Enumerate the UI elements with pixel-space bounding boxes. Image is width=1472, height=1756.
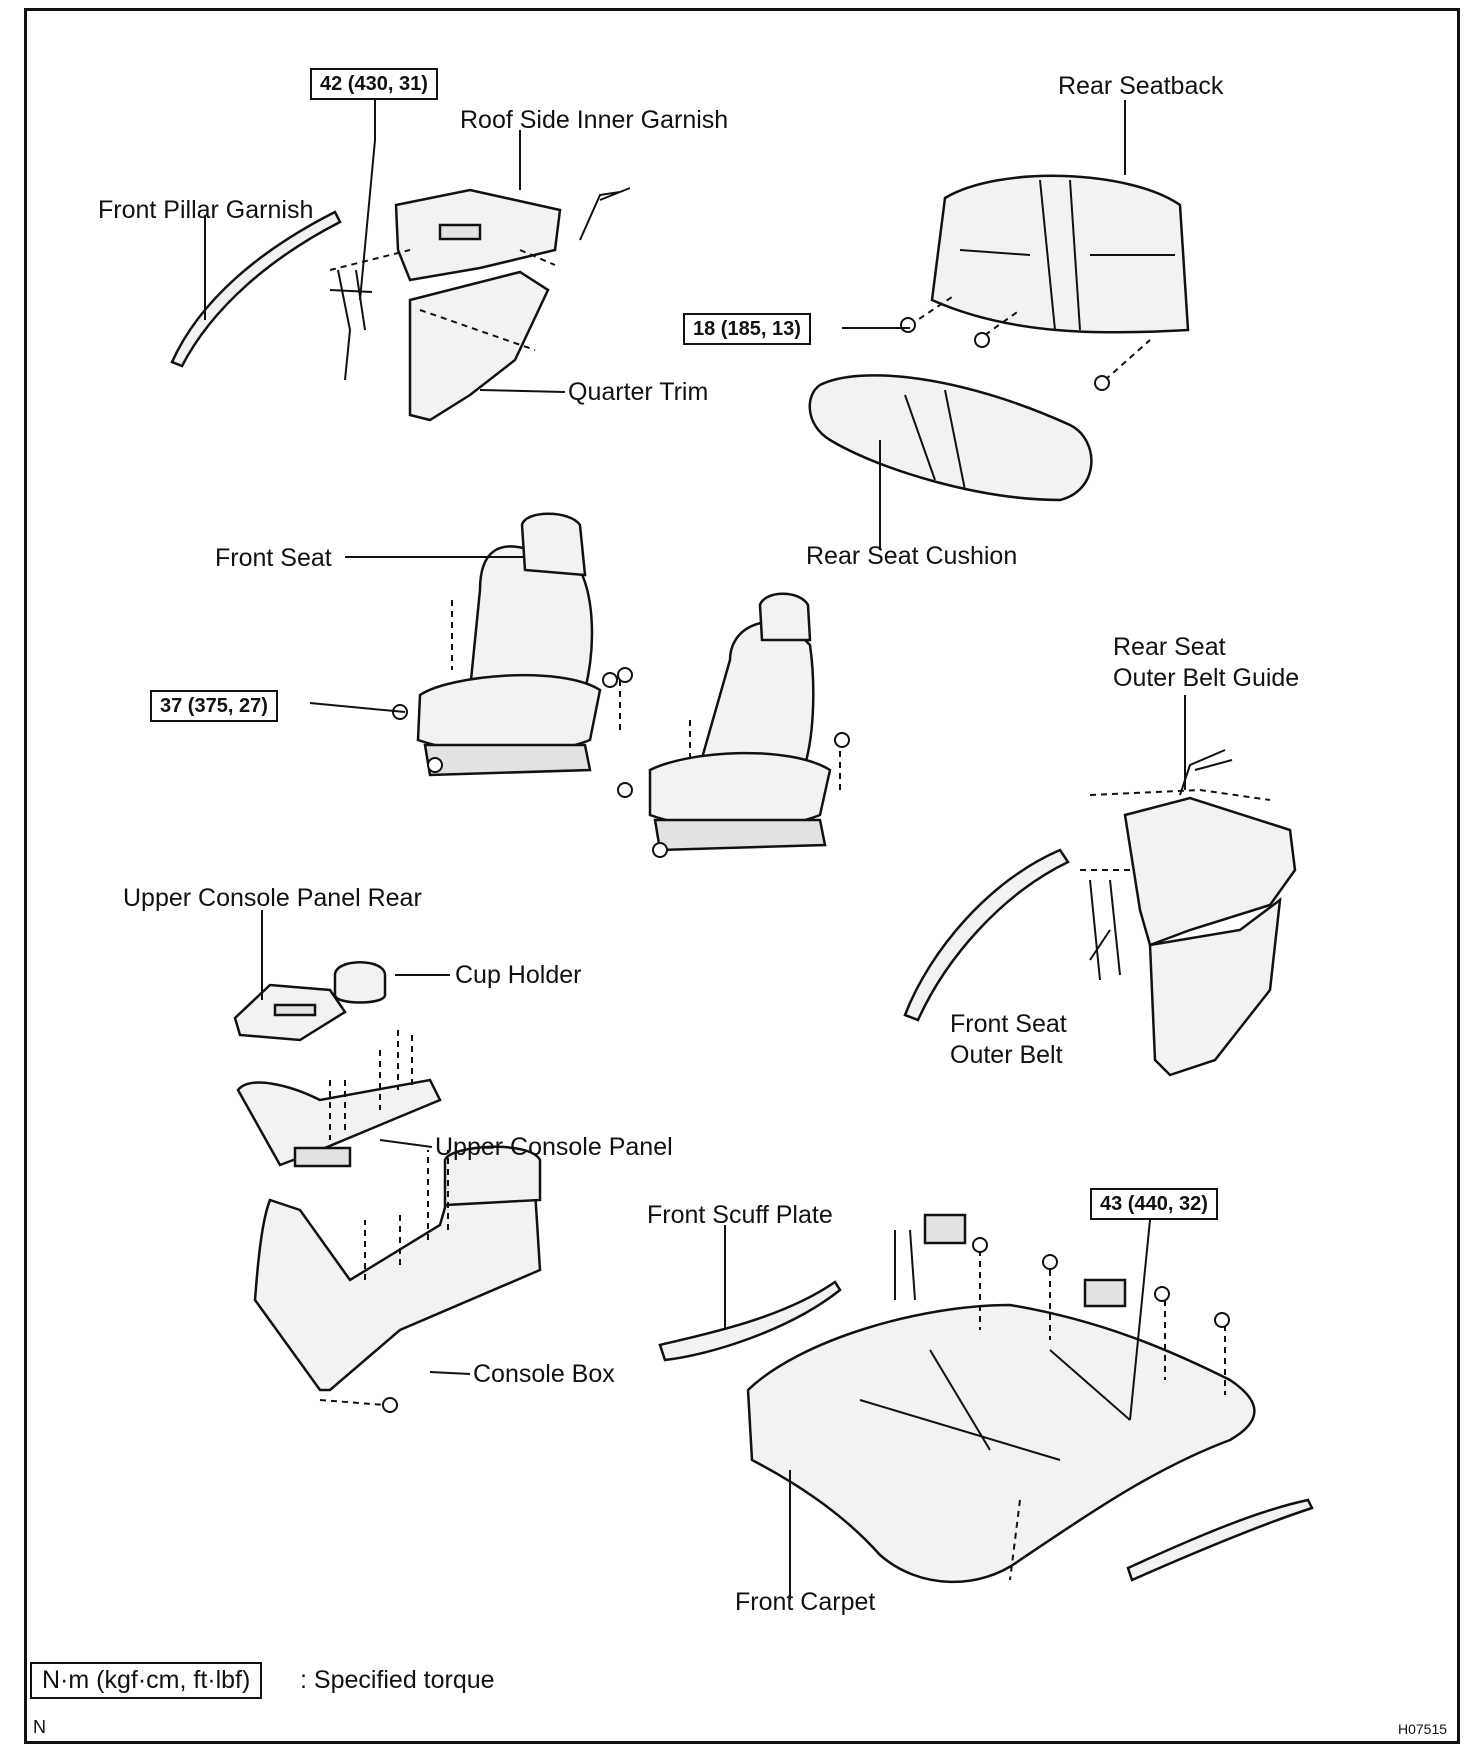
quarter-trim-dash	[329, 249, 556, 351]
label-console-box: Console Box	[473, 1360, 615, 1388]
cup-holder-part	[333, 961, 387, 1004]
front-seat-right-cushion	[648, 751, 832, 830]
front-seat-outer-belt-part	[1089, 879, 1121, 981]
front-scuff-plate-right	[1126, 1498, 1314, 1582]
leader-lines	[204, 98, 1186, 1600]
label-quarter-trim: Quarter Trim	[568, 378, 709, 406]
front-pillar-garnish-part	[170, 210, 342, 368]
front-seat-left-cushion	[416, 673, 602, 755]
quarter-trim-right-part	[1123, 796, 1297, 947]
front-seat-left-rails	[423, 743, 592, 777]
front-seat-right-back	[698, 620, 815, 767]
label-cup-holder: Cup Holder	[455, 961, 582, 989]
label-front-seat: Front Seat	[215, 544, 332, 572]
belt-guide-upper	[579, 187, 631, 241]
front-seat-right-rails	[653, 818, 827, 852]
label-rear-seat-outer-belt-guide-2: Outer Belt Guide	[1113, 664, 1300, 692]
label-front-pillar-garnish: Front Pillar Garnish	[98, 196, 314, 224]
front-scuff-plate-left	[658, 1280, 842, 1362]
quarter-belt-part	[329, 269, 373, 381]
label-front-scuff-plate: Front Scuff Plate	[647, 1201, 833, 1229]
figure-code: H07515	[1398, 1721, 1448, 1737]
quarter-trim-part	[408, 270, 550, 422]
console-box-lid	[443, 1145, 542, 1207]
label-rear-seatback: Rear Seatback	[1058, 72, 1224, 100]
label-rear-seat-cushion: Rear Seat Cushion	[806, 542, 1018, 570]
label-rear-seat-outer-belt-guide-1: Rear Seat	[1113, 633, 1226, 661]
legend-text: : Specified torque	[300, 1666, 495, 1694]
torque-quarter-belt: 42 (430, 31)	[310, 68, 438, 100]
front-pillar-right	[903, 848, 1070, 1022]
label-upper-console-panel-rear: Upper Console Panel Rear	[123, 884, 422, 912]
rear-seatback-seam	[959, 179, 1175, 331]
front-carpet-part	[746, 1303, 1256, 1584]
label-upper-console-panel: Upper Console Panel	[435, 1133, 673, 1161]
garnish-slot	[438, 223, 482, 241]
footer-left-mark: N	[33, 1717, 46, 1737]
rear-seatback-bolts	[909, 294, 1151, 381]
label-roof-side-inner-garnish: Roof Side Inner Garnish	[460, 106, 729, 134]
torque-carpet-belt: 43 (440, 32)	[1090, 1188, 1218, 1220]
front-seat-right-headrest	[758, 592, 812, 642]
torque-front-seat: 37 (375, 27)	[150, 690, 278, 722]
torque-rear-seatback: 18 (185, 13)	[683, 313, 811, 345]
outer-belt-guide-part	[1179, 749, 1233, 796]
label-front-carpet: Front Carpet	[735, 1588, 876, 1616]
console-box-part	[253, 1188, 542, 1392]
legend-units-box: N·m (kgf·cm, ft·lbf)	[30, 1662, 263, 1699]
rear-seat-cushion-part	[808, 374, 1093, 502]
rear-seatback-part	[930, 174, 1190, 334]
label-front-seat-outer-belt-2: Outer Belt	[950, 1041, 1063, 1069]
label-front-seat-outer-belt-1: Front Seat	[950, 1010, 1067, 1038]
quarter-lower-right	[1148, 897, 1282, 1077]
upper-console-panel-part	[236, 1078, 442, 1167]
front-seat-left-headrest	[520, 512, 587, 577]
diagram-frame	[24, 8, 1460, 1744]
